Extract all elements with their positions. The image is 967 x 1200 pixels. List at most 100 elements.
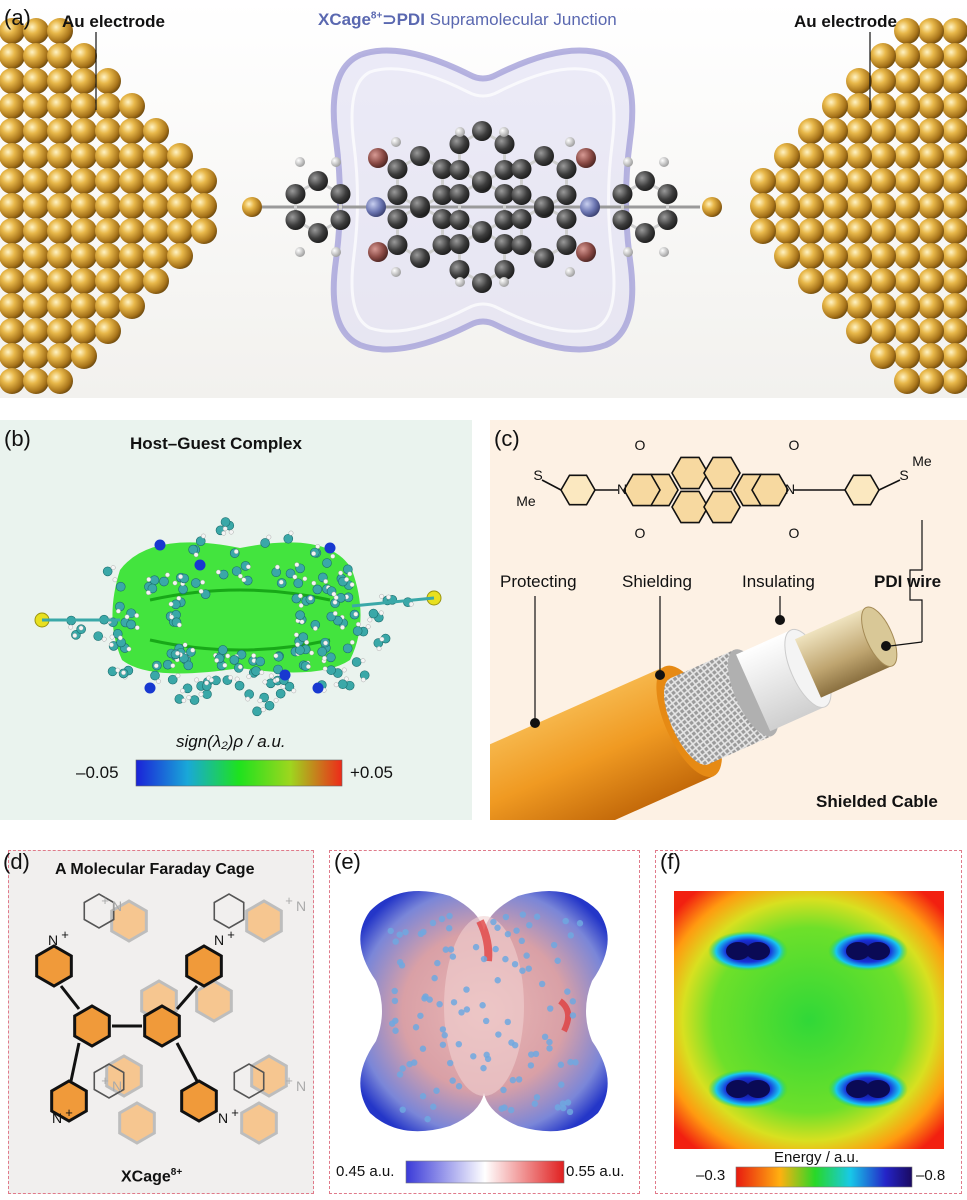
atom (572, 1059, 579, 1066)
atom (541, 1033, 549, 1041)
hydrogen-atom (659, 247, 669, 257)
esp-scale-max: 0.55 a.u. (566, 1163, 625, 1180)
gold-atom (71, 293, 97, 319)
atom (417, 1012, 424, 1019)
atom (554, 957, 561, 964)
gold-atom (918, 343, 944, 369)
hydrogen-atom (221, 530, 227, 536)
gold-atom (870, 218, 896, 244)
atom (547, 1005, 554, 1012)
pyridinium-nitrogen: N (296, 898, 306, 914)
gold-atom (918, 18, 944, 44)
hydrogen-atom (499, 127, 509, 137)
atom (519, 911, 527, 918)
gold-atom (774, 168, 800, 194)
carbon-atom (298, 632, 308, 642)
pdi-molecule (262, 121, 700, 293)
panel-f-letter: (f) (660, 849, 681, 874)
gold-atom (167, 243, 193, 269)
xcage-structure: N+N+N+N+N+N+N+N+ (35, 893, 306, 1145)
nitrogen-atom (312, 682, 324, 694)
gold-atom (0, 193, 25, 219)
gold-atom (894, 168, 920, 194)
hydrogen-atom (222, 662, 228, 668)
title-charge: 8+ (370, 10, 383, 22)
hydrogen-atom (168, 601, 174, 607)
carbon-atom (612, 184, 633, 204)
panel-c-letter: (c) (494, 426, 520, 451)
gold-atom (119, 93, 145, 119)
atom (564, 988, 571, 995)
gold-atom (822, 218, 848, 244)
hydrogen-atom (234, 676, 240, 682)
hydrogen-atom (245, 696, 251, 702)
hydrogen-atom (165, 572, 170, 578)
hydrogen-atom (194, 677, 200, 683)
hydrogen-atom (126, 646, 132, 652)
title-pdi: ⊃PDI (382, 10, 425, 29)
gold-atom (143, 243, 169, 269)
atom (463, 986, 470, 993)
hydrogen-atom (238, 573, 243, 579)
pyridinium-nitrogen: N (112, 898, 122, 914)
atom (470, 1053, 477, 1060)
esp-scale-min: 0.45 a.u. (336, 1163, 395, 1180)
carbon-atom (534, 248, 554, 268)
gold-atom (0, 268, 25, 294)
gold-atom (918, 168, 944, 194)
gold-atom (47, 268, 73, 294)
hydrogen-atom (332, 611, 338, 616)
gold-atom (23, 318, 49, 344)
atom (434, 959, 441, 967)
gold-atom (894, 243, 920, 269)
carbon-atom (159, 576, 169, 587)
carbon-atom (472, 171, 492, 191)
hydrogen-atom (275, 564, 280, 570)
atom (501, 1104, 508, 1111)
oxygen-label: O (789, 437, 800, 453)
ring (35, 944, 73, 988)
hydrogen-atom (115, 608, 121, 614)
hydrogen-atom (323, 640, 328, 646)
gold-atom (798, 168, 824, 194)
hydrogen-atom (360, 658, 366, 664)
nitrogen-atom (324, 542, 336, 554)
nitrogen-atom (366, 197, 386, 217)
hydrogen-atom (360, 677, 366, 683)
hydrogen-atom (109, 642, 114, 648)
ring (195, 979, 233, 1023)
protecting-label: Protecting (500, 572, 577, 591)
gold-atom (119, 268, 145, 294)
gold-atom (0, 93, 25, 119)
gold-atom (119, 193, 145, 219)
oxygen-atom (368, 148, 388, 168)
insulating-label: Insulating (742, 572, 815, 591)
carbon-atom (317, 646, 327, 657)
gold-atom (119, 293, 145, 319)
panel-a-title: XCage8+⊃PDI Supramolecular Junction (318, 10, 617, 30)
pyridinium-charge: + (61, 927, 69, 942)
gold-atom (798, 218, 824, 244)
nitrogen-atom (580, 197, 600, 217)
hydrogen-atom (623, 157, 633, 167)
gold-atom (95, 243, 121, 269)
hydrogen-atom (349, 639, 355, 645)
hydrogen-atom (353, 611, 359, 617)
atom (511, 1041, 519, 1049)
atom (421, 995, 428, 1002)
gold-atom (95, 268, 121, 294)
hydrogen-atom (379, 593, 385, 599)
carbon-atom (387, 185, 408, 205)
carbon-atom (273, 664, 283, 675)
hydrogen-atom (273, 697, 279, 703)
left-electrode-label: Au electrode (62, 12, 165, 31)
gold-atom (23, 18, 49, 44)
hydrogen-atom (134, 613, 140, 618)
carbon-atom (260, 538, 270, 548)
carbon-atom (449, 234, 470, 254)
carbon-atom (229, 655, 240, 665)
hydrogen-atom (349, 582, 355, 588)
carbon-atom (494, 210, 515, 230)
hydrogen-atom (117, 635, 123, 641)
nitrogen-atom (279, 669, 291, 681)
